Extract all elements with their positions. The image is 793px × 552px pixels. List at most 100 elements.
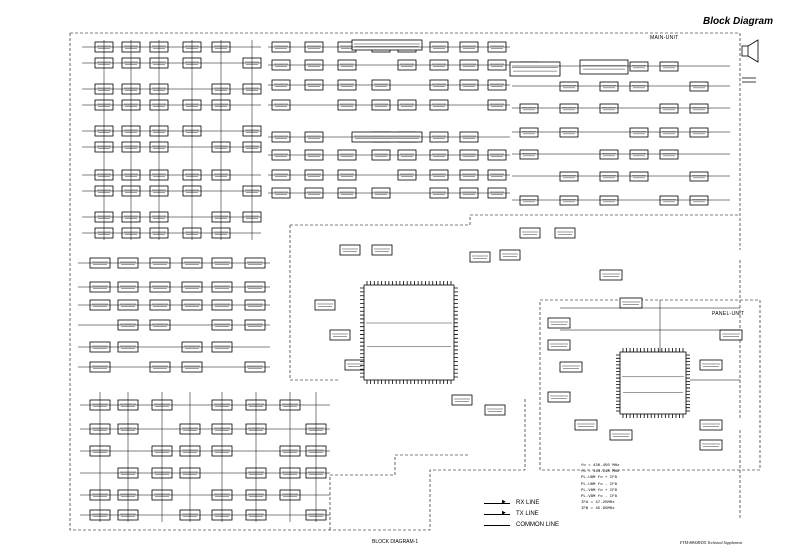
tx-block-mark xyxy=(92,365,108,369)
freq-row: fo = 144-148 MHz xyxy=(581,470,620,475)
panel-block-mark xyxy=(577,423,595,427)
right-block-mark xyxy=(562,107,576,111)
right-block xyxy=(629,149,649,160)
mid-block-mark xyxy=(274,63,288,67)
right-block-mark xyxy=(632,65,646,69)
mid-block-mark xyxy=(374,153,388,157)
panel-block-mark xyxy=(622,301,640,305)
main-unit-label: MAIN-UNIT xyxy=(650,35,679,41)
right-block-mark xyxy=(522,107,536,111)
panel-block-mark xyxy=(550,321,568,325)
freq-row: IFA = 47.25MHz xyxy=(581,501,615,506)
cpu-peripheral-block xyxy=(371,244,393,256)
mid-block-mark xyxy=(307,173,321,177)
tx-block-mark xyxy=(152,285,168,289)
right-block xyxy=(629,61,649,72)
mid-block-mark xyxy=(374,191,388,195)
right-block-mark xyxy=(562,175,576,179)
mid-block-mark xyxy=(307,153,321,157)
right-block xyxy=(629,81,649,92)
cpu-peripheral-block xyxy=(484,404,506,416)
mid-block-mark xyxy=(274,191,288,195)
cpu-peripheral-block-mark xyxy=(317,303,333,307)
panel-block-mark xyxy=(550,343,568,347)
right-block xyxy=(659,103,679,114)
right-block-mark xyxy=(662,153,676,157)
document-reference: FTM-8800R/DX Technical Supplement xyxy=(680,540,743,545)
mid-block-mark xyxy=(274,135,288,139)
panel-block xyxy=(619,297,643,309)
tx-block-mark xyxy=(120,285,136,289)
tx-block-mark xyxy=(120,261,136,265)
right-block xyxy=(559,195,579,206)
mid-block-mark xyxy=(374,83,388,87)
freq-row: PL-U8M fo - IF8 xyxy=(581,482,618,487)
panel-block xyxy=(699,359,723,371)
panel-block xyxy=(547,391,571,403)
right-block-mark xyxy=(692,199,706,203)
frequency-table: fo = 430-450 MHz fo = 144-148 MHz PL-U8M… xyxy=(581,463,619,513)
mid-block-mark xyxy=(307,45,321,49)
cpu-peripheral-block xyxy=(499,249,521,261)
tx-block-mark xyxy=(214,261,230,265)
panel-block xyxy=(609,429,633,441)
right-block xyxy=(629,127,649,138)
right-block xyxy=(629,171,649,182)
panel-unit-label: PANEL-UNIT xyxy=(712,311,745,317)
tx-block-mark xyxy=(184,285,200,289)
cpu-peripheral-block-mark xyxy=(374,248,390,252)
panel-block xyxy=(559,361,583,373)
page-title: Block Diagram xyxy=(702,16,773,27)
panel-block xyxy=(719,329,743,341)
mid-block-mark xyxy=(432,45,446,49)
right-block-mark xyxy=(632,85,646,89)
legend: RX LINE TX LINE COMMON LINE xyxy=(482,497,559,531)
mid-block-mark xyxy=(462,63,476,67)
mid-block-mark xyxy=(462,83,476,87)
mid-block-mark xyxy=(274,45,288,49)
tx-block-mark xyxy=(247,303,263,307)
mid-block-mark xyxy=(490,45,504,49)
mid-block-mark xyxy=(307,63,321,67)
tx-block-mark xyxy=(247,285,263,289)
panel-cpu-chip-pins xyxy=(616,348,690,418)
right-block xyxy=(659,61,679,72)
freq-row: fo = 430-450 MHz xyxy=(581,464,620,468)
tx-block-mark xyxy=(214,323,230,327)
cpu-peripheral-block xyxy=(554,227,576,239)
panel-block-mark xyxy=(602,273,620,277)
right-block xyxy=(659,127,679,138)
cpu-peripheral-block-mark xyxy=(557,231,573,235)
panel-block-mark xyxy=(612,433,630,437)
mid-block-mark xyxy=(462,191,476,195)
right-block-mark xyxy=(692,131,706,135)
freq-row: PL-V8M fo - IF8 xyxy=(581,495,618,500)
mid-block-mark xyxy=(340,83,354,87)
cpu-peripheral-block xyxy=(469,251,491,263)
right-block xyxy=(519,149,539,160)
mid-block-mark xyxy=(490,103,504,107)
right-block-mark xyxy=(662,199,676,203)
right-block-mark xyxy=(602,175,616,179)
tx-block-mark xyxy=(152,365,168,369)
panel-block-mark xyxy=(722,333,740,337)
tx-block-mark xyxy=(120,345,136,349)
processor-block xyxy=(509,61,561,77)
right-block xyxy=(559,81,579,92)
tx-block-mark xyxy=(152,303,168,307)
right-block-mark xyxy=(602,153,616,157)
panel-block-mark xyxy=(702,443,720,447)
tx-block-mark xyxy=(214,303,230,307)
panel-block xyxy=(547,339,571,351)
cpu-peripheral-block-mark xyxy=(487,408,503,412)
mid-block-mark xyxy=(374,103,388,107)
legend-common-line: COMMON LINE xyxy=(482,520,559,531)
right-block-mark xyxy=(562,85,576,89)
right-block xyxy=(599,171,619,182)
right-block-mark xyxy=(522,131,536,135)
mid-block-mark xyxy=(462,153,476,157)
tx-block-mark xyxy=(184,345,200,349)
right-block-mark xyxy=(632,131,646,135)
mid-block-mark xyxy=(340,191,354,195)
tx-block-mark xyxy=(92,261,108,265)
